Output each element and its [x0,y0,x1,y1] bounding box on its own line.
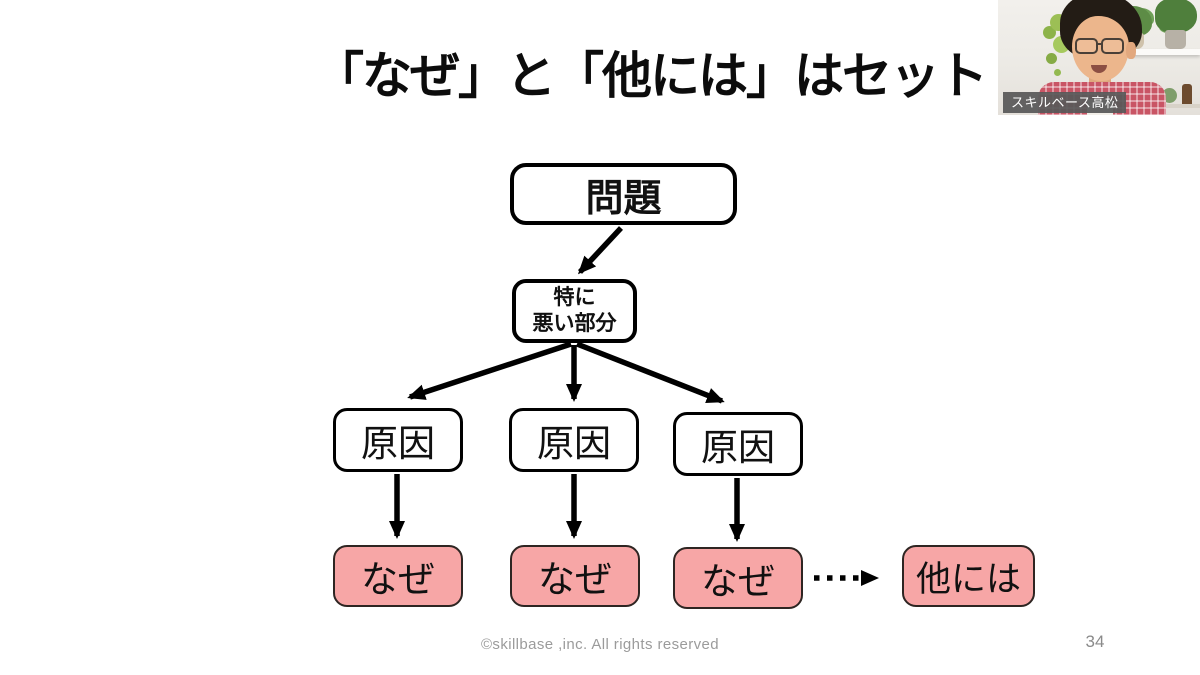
glasses-right-lens [1101,38,1124,54]
other-label: 他には [915,559,1021,599]
why-box-1: なぜ [333,545,463,607]
decor-stand [1156,104,1200,108]
arrow-problem-to-badpart [577,226,624,275]
glasses-left-lens [1075,38,1098,54]
cause-label-1: 原因 [361,423,435,464]
footer-copyright: ©skillbase ,inc. All rights reserved [480,636,720,653]
arrow-badpart-to-cause-3 [575,341,725,404]
why-label-1: なぜ [361,559,435,600]
bad-part-label-line2: 悪い部分 [532,312,617,335]
person-mouth [1091,65,1107,73]
problem-box: 問題 [510,163,737,225]
cause-box-3: 原因 [673,412,803,476]
shelf-plant-pot-2 [1165,30,1186,49]
glasses-bridge [1097,43,1102,45]
person-neck [1089,76,1111,87]
bad-part-box: 特に 悪い部分 [512,279,637,343]
cause-box-2: 原因 [509,408,639,472]
footer-page-number: 34 [1085,632,1105,651]
arrow-badpart-to-cause-1 [407,341,572,400]
webcam-name-label: スキルベース高松 [1003,92,1127,113]
decor-bottle [1182,84,1192,108]
webcam-thumbnail[interactable]: スキルベース高松 [998,0,1200,115]
wall-shelf [1108,49,1200,55]
cause-label-2: 原因 [537,423,611,464]
why-box-2: なぜ [510,545,640,607]
why-label-3: なぜ [701,561,775,602]
why-box-3: なぜ [673,547,803,609]
cause-box-1: 原因 [333,408,463,472]
why-label-2: なぜ [538,559,612,600]
problem-label: 問題 [585,177,662,220]
cause-label-3: 原因 [701,427,775,468]
person-ear [1126,42,1136,59]
slide-title: 「なぜ」と「他には」はセット [314,48,988,104]
shelf-plant-2 [1155,0,1197,33]
bad-part-label-line1: 特に [553,286,596,310]
other-box: 他には [902,545,1035,607]
